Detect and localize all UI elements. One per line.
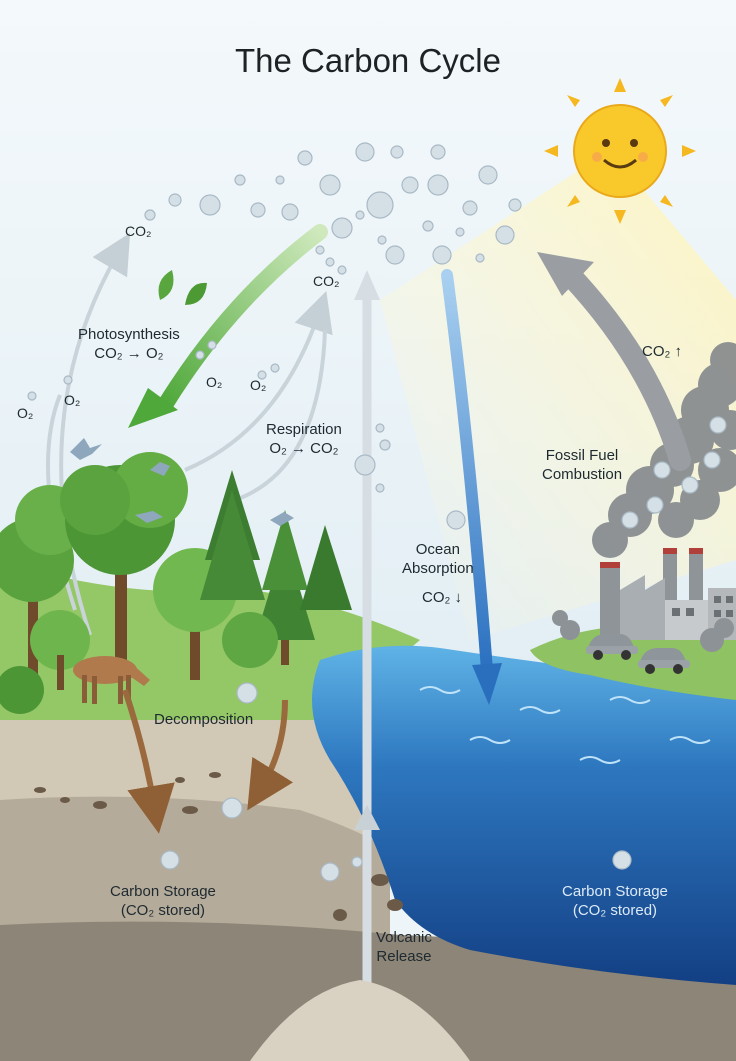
respiration-name: Respiration [266,421,342,438]
forest-trees [0,452,352,714]
fossil-co2-up-label: CO₂ ↑ [642,343,682,360]
photosynthesis-formula: CO₂ → O₂ [94,345,164,362]
carbon-storage-land-line1: Carbon Storage [110,883,216,900]
respiration-label: Respiration O₂ → CO₂ [266,420,342,458]
co2-left-label: CO₂ [125,223,152,239]
emission-arrow [537,252,691,471]
fossil-fuel-line1: Fossil Fuel [545,447,619,464]
ocean-co2-down-label: CO₂ ↓ [422,589,462,606]
carbon-storage-ocean-line2: (CO₂ stored) [572,902,658,919]
sun-icon [544,78,696,224]
fossil-fuel-line2: Combustion [542,466,623,483]
soil-debris [34,772,403,921]
ocean-waves [419,686,711,764]
ocean-line1: Ocean [415,541,460,558]
photosynthesis-arrow [128,224,328,428]
car-icon [586,634,638,660]
ocean [312,645,736,985]
ocean-line2: Absorption [402,560,474,577]
photosynthesis-label: Photosynthesis CO₂ → O₂ [78,325,180,363]
o2-label-d: O₂ [250,377,267,393]
volcanic-line2: Release [376,948,432,965]
volcanic-release-arrow [354,270,380,1000]
volcano-base [250,980,470,1061]
decomposition-arrows [122,689,294,834]
carbon-storage-ocean-label: Carbon Storage (CO₂ stored) [562,882,668,920]
leaf-icon [158,270,207,305]
carbon-storage-ocean-line1: Carbon Storage [562,883,668,900]
co2-center-label: CO₂ [313,273,340,289]
photosynthesis-name: Photosynthesis [78,326,180,343]
volcanic-release-label: Volcanic Release [376,928,432,966]
car-icon [638,648,690,674]
volcanic-line1: Volcanic [376,929,432,946]
ocean-absorption-arrow [441,269,502,705]
carbon-storage-land-line2: (CO₂ stored) [120,902,206,919]
ocean-absorption-label: Ocean Absorption [402,540,474,578]
respiration-formula: O₂ → CO₂ [269,440,339,457]
deer-icon [73,656,150,704]
co2-bubbles [27,142,727,882]
smoke-small [552,610,734,652]
o2-label-c: O₂ [206,374,223,390]
bird-icons [70,438,294,526]
page-title: The Carbon Cycle [235,42,501,79]
o2-label-b: O₂ [64,392,81,408]
o2-label-a: O₂ [17,405,34,421]
fossil-fuel-label: Fossil Fuel Combustion [542,446,622,484]
decomposition-label: Decomposition [154,711,254,728]
carbon-storage-land-label: Carbon Storage (CO₂ stored) [110,882,216,920]
